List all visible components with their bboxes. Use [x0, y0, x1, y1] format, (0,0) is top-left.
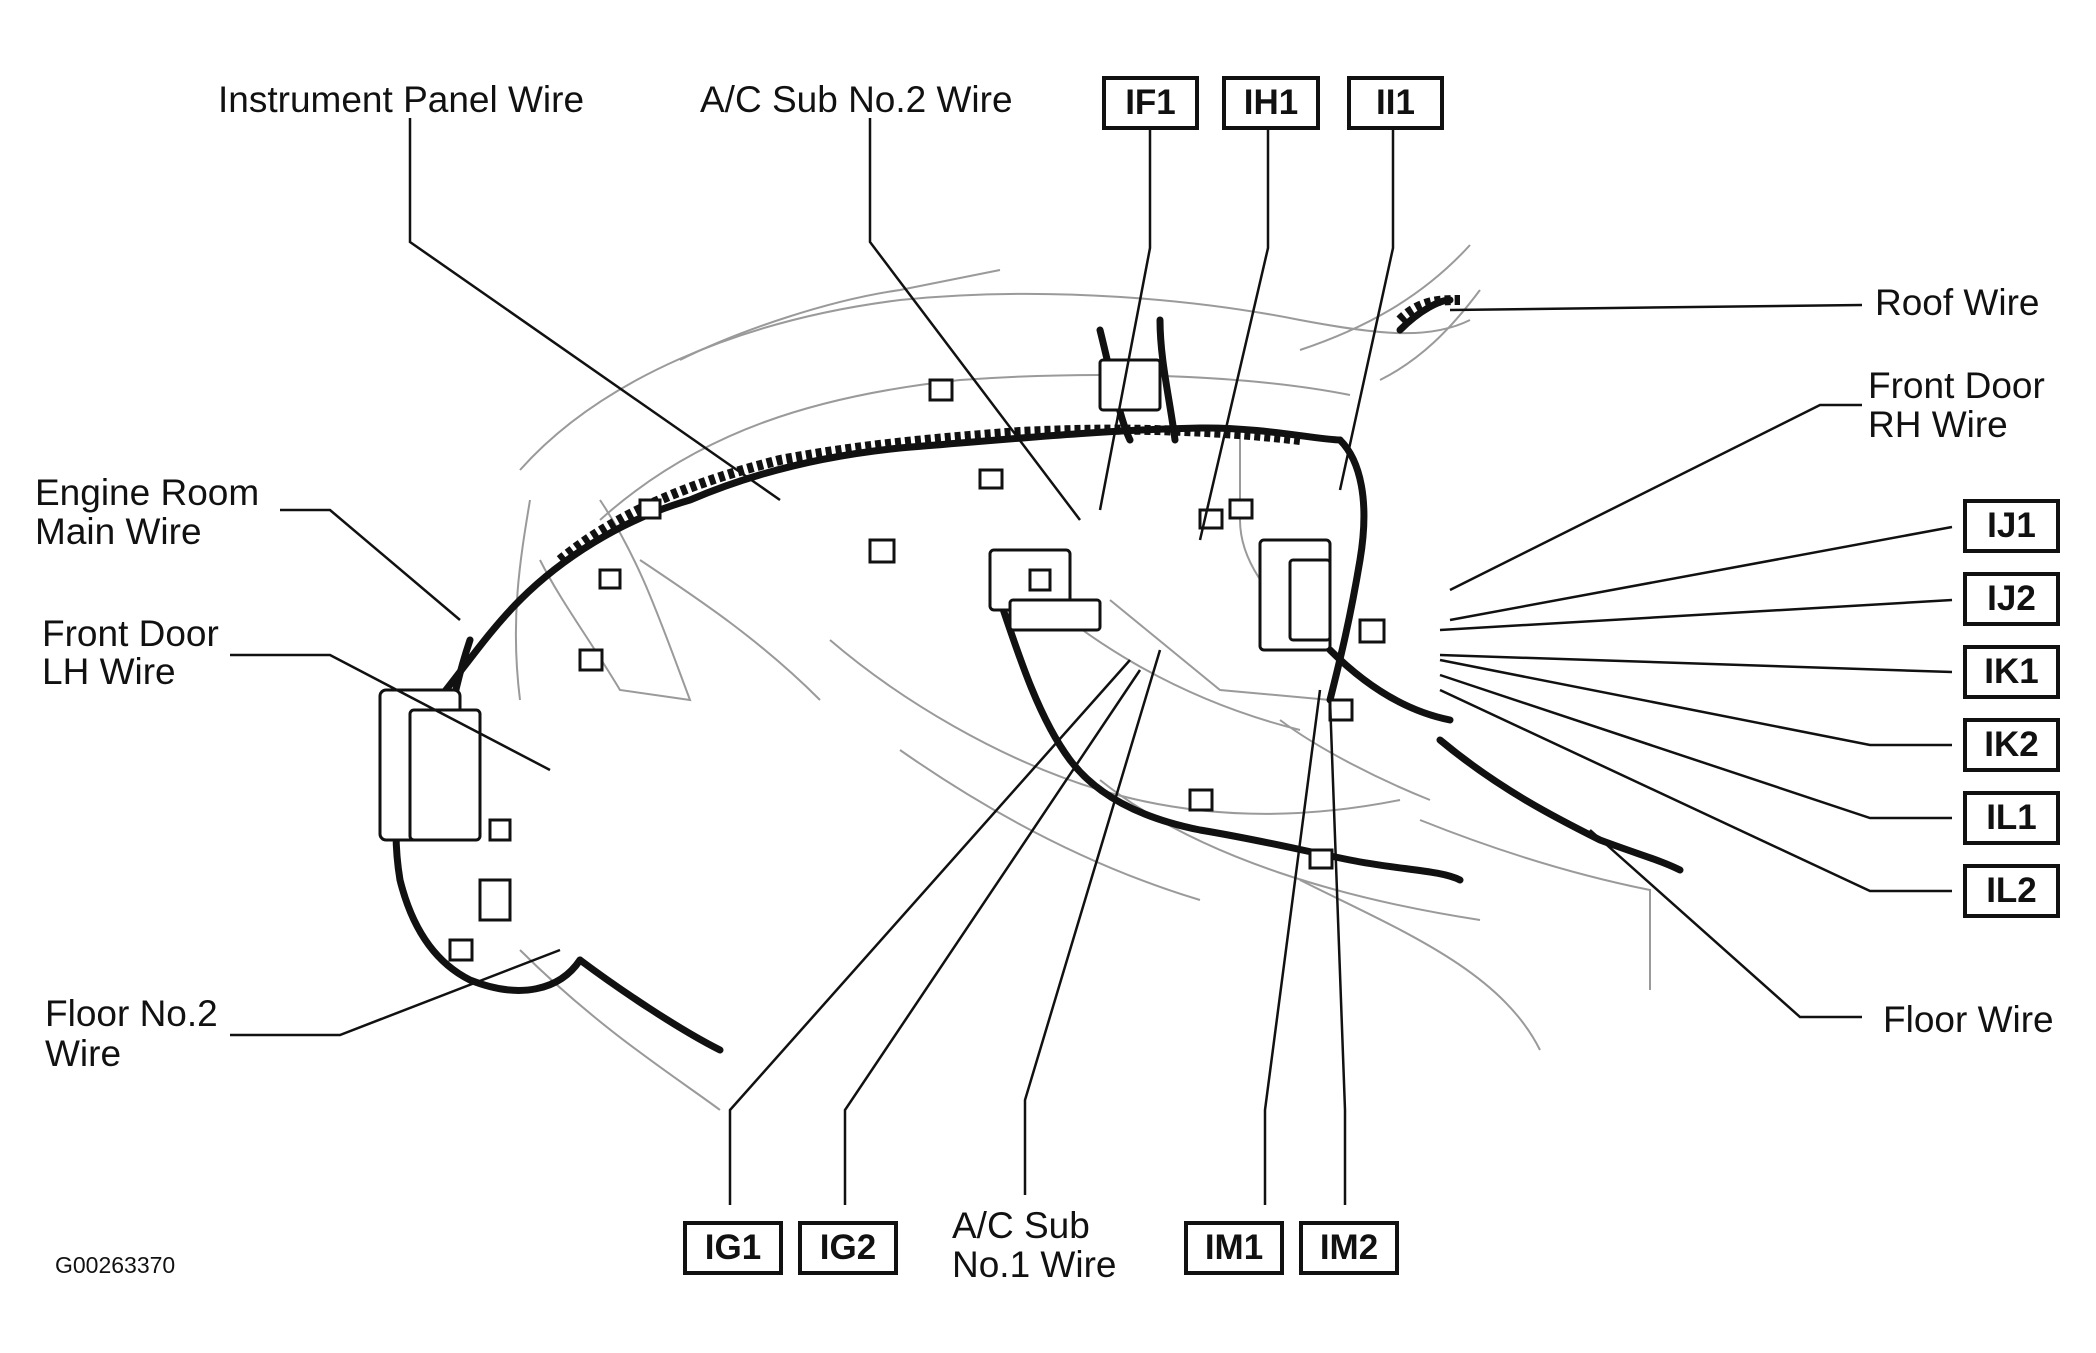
connector-box-ii1: II1: [1347, 76, 1444, 130]
floor-no2-wire-label-line1: Floor No.2: [45, 993, 218, 1034]
front-door-rh-wire-label-line2: RH Wire: [1868, 404, 2008, 445]
floor-wire-label: Floor Wire: [1883, 999, 2054, 1040]
harness-dashed: [556, 295, 1461, 564]
connector-box-if1: IF1: [1102, 76, 1199, 130]
connector-box-im2: IM2: [1299, 1221, 1399, 1275]
connector-blocks: [378, 358, 1386, 962]
roof-wire-label: Roof Wire: [1875, 282, 2040, 323]
engine-room-main-wire-label-line1: Engine Room: [35, 472, 260, 513]
dashboard-outline: [514, 244, 1651, 1111]
connector-box-ik2: IK2: [1963, 718, 2060, 772]
connector-box-ij2: IJ2: [1963, 572, 2060, 626]
connector-box-ij1: IJ1: [1963, 499, 2060, 553]
instrument-panel-wire-label: Instrument Panel Wire: [218, 79, 585, 120]
front-door-rh-wire-label-line1: Front Door: [1868, 365, 2045, 406]
ac-sub-no1-wire-label-line2: No.1 Wire: [952, 1244, 1117, 1285]
figure-code: G00263370: [55, 1252, 176, 1278]
leader-lines: [230, 118, 1953, 1205]
ac-sub-no2-wire-label: A/C Sub No.2 Wire: [700, 79, 1013, 120]
ac-sub-no1-wire-label-line1: A/C Sub: [952, 1205, 1090, 1246]
connector-box-ig1: IG1: [683, 1221, 783, 1275]
floor-no2-wire-label-line2: Wire: [45, 1033, 122, 1074]
front-door-lh-wire-label-line1: Front Door: [42, 613, 219, 654]
connector-box-il2: IL2: [1963, 864, 2060, 918]
connector-box-ik1: IK1: [1963, 645, 2060, 699]
harness-main: [392, 296, 1684, 1054]
connector-box-ig2: IG2: [798, 1221, 898, 1275]
connector-box-il1: IL1: [1963, 791, 2060, 845]
connector-box-ih1: IH1: [1222, 76, 1320, 130]
connector-box-im1: IM1: [1184, 1221, 1284, 1275]
front-door-lh-wire-label-line2: LH Wire: [42, 651, 176, 692]
engine-room-main-wire-label-line2: Main Wire: [35, 511, 202, 552]
